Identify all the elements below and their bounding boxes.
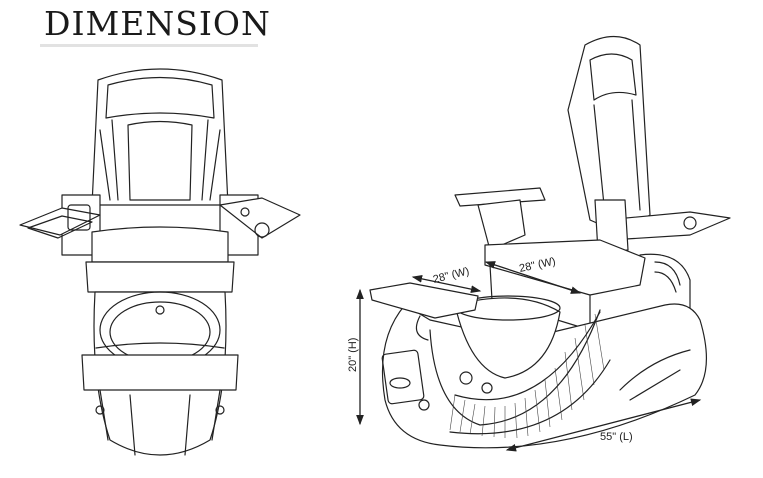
footrest-width-label: 28" (W) xyxy=(432,265,471,286)
angled-view-chair xyxy=(369,35,731,449)
front-view-chair xyxy=(19,68,301,456)
title-underline xyxy=(40,44,258,47)
footrest-width-arrow xyxy=(411,275,482,293)
height-label: 20" (H) xyxy=(347,338,359,372)
page-title: DIMENSION xyxy=(44,4,271,43)
seat-width-arrow xyxy=(484,261,582,294)
length-arrow xyxy=(505,398,702,452)
length-label: 55" (L) xyxy=(600,431,633,443)
